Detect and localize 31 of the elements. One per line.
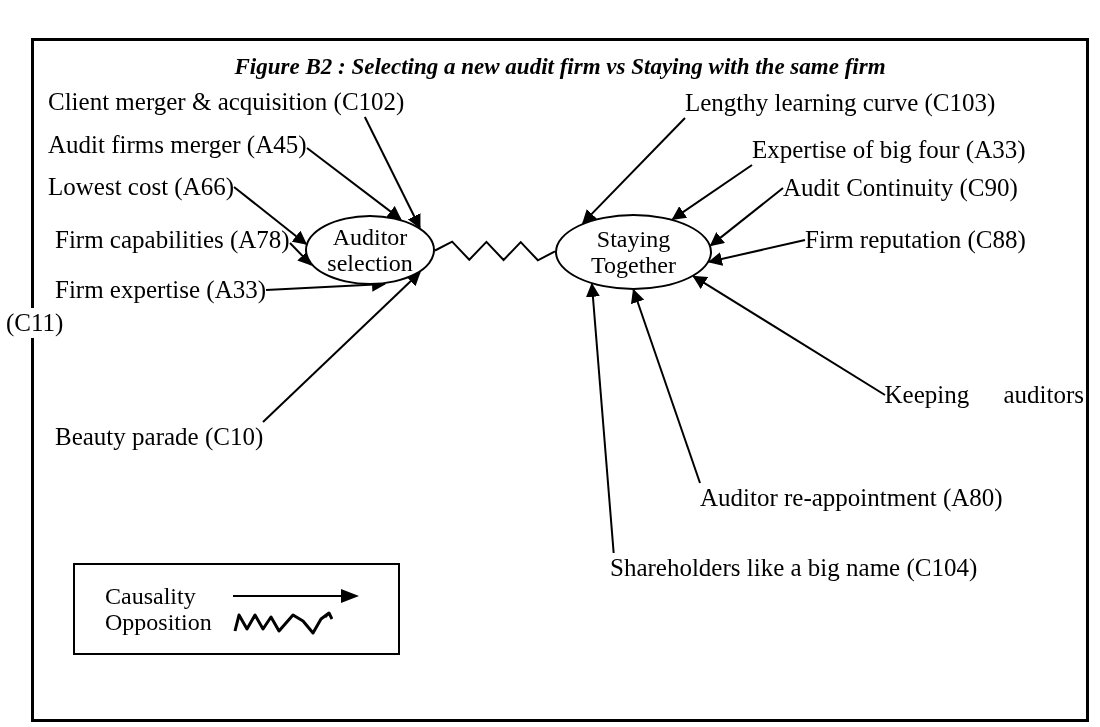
arrow: [233, 186, 308, 245]
factor-label: Client merger & acquisition (C102): [48, 87, 405, 117]
factor-label: Audit firms merger (A45): [48, 130, 307, 160]
factor-label: Lowest cost (A66): [48, 172, 235, 202]
arrow: [692, 275, 886, 396]
code-label: (C11): [6, 308, 64, 338]
factor-label: Shareholders like a big name (C104): [610, 553, 978, 583]
factor-label: Keeping auditors: [884, 380, 1084, 410]
arrow: [289, 242, 313, 266]
factor-label: Lengthy learning curve (C103): [685, 88, 996, 118]
arrow: [262, 271, 421, 423]
opposition-zigzag: [434, 240, 556, 262]
arrow: [306, 147, 402, 221]
legend-text: Causality: [105, 582, 197, 610]
factor-label: Beauty parade (C10): [55, 422, 264, 452]
factor-label: Audit Continuity (C90): [783, 173, 1018, 203]
ellipse-node: Staying Together: [555, 214, 712, 290]
factor-label: Firm reputation (C88): [805, 225, 1026, 255]
arrow: [582, 117, 686, 224]
ellipse-node: Auditor selection: [305, 215, 435, 285]
arrow: [631, 288, 701, 484]
legend-text: Opposition: [105, 609, 213, 636]
factor-label: Firm capabilities (A78): [55, 225, 290, 255]
arrow: [709, 187, 784, 247]
arrow: [363, 116, 421, 229]
factor-label: Expertise of big four (A33): [752, 135, 1026, 165]
factor-label: Firm expertise (A33): [55, 275, 267, 305]
arrow: [671, 164, 753, 221]
factor-label: Auditor re-appointment (A80): [700, 483, 1003, 513]
title: Figure B2 : Selecting a new audit firm vs Staying with the same firm: [233, 53, 887, 81]
arrow: [585, 282, 615, 554]
